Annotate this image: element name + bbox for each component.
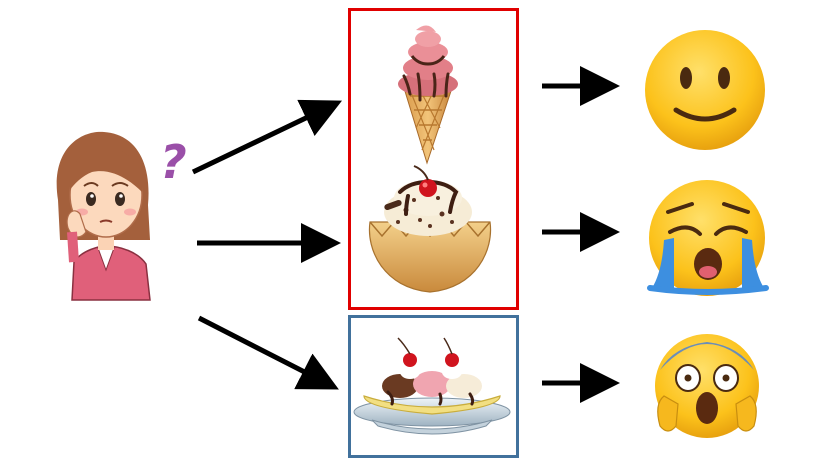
confused-woman-icon (56, 131, 151, 301)
ice-cream-cone-icon (398, 25, 458, 165)
arrows-to-options (191, 99, 343, 390)
ice-cream-sundae-bowl-icon (368, 165, 492, 293)
arrow-person-to-banana-split (197, 315, 339, 390)
face-screaming-in-fear-icon (655, 334, 759, 438)
group-box-top (348, 8, 519, 310)
slightly-smiling-face-icon (645, 30, 765, 150)
question-mark: ? (160, 135, 187, 189)
banana-split-icon (353, 337, 511, 435)
loudly-crying-face-icon (647, 180, 769, 296)
group-box-bottom (348, 315, 519, 458)
arrows-to-outcomes (542, 66, 620, 403)
arrow-person-to-cone (191, 99, 343, 175)
